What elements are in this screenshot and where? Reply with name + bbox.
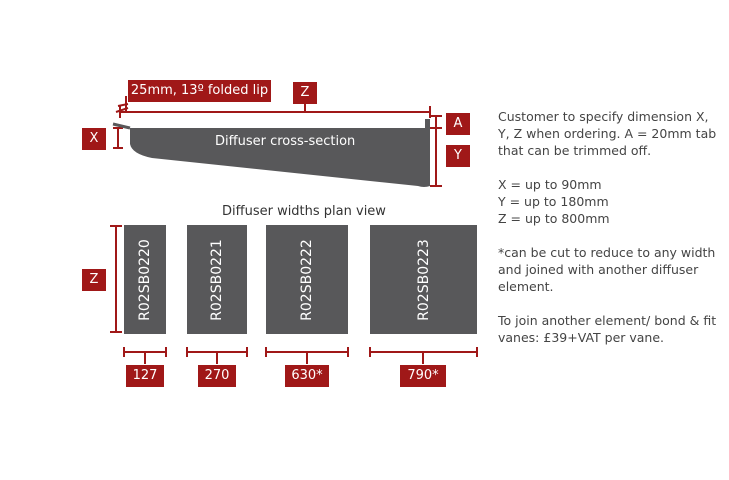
width-label-270: 270 [198, 365, 236, 387]
tab-a [425, 119, 430, 128]
cross-section-title: Diffuser cross-section [215, 134, 356, 149]
note-y: Y = up to 180mm [498, 194, 609, 209]
element-code: R02SB0221 [209, 238, 225, 321]
z-label-top: Z [293, 82, 317, 104]
note-join: To join another element/ bond & fit vane… [498, 313, 717, 345]
plan-view-title: Diffuser widths plan view [222, 204, 386, 219]
a-label: A [446, 113, 470, 135]
diffuser-element-r02sb0222: R02SB0222 [266, 225, 348, 334]
width-label-630: 630* [285, 365, 329, 387]
note-spec: Customer to specify dimension X, Y, Z wh… [498, 109, 717, 158]
lip-label: 25mm, 13º folded lip [128, 80, 271, 102]
diffuser-element-r02sb0223: R02SB0223 [370, 225, 477, 334]
note-z: Z = up to 800mm [498, 211, 610, 226]
y-label: Y [446, 145, 470, 167]
diffuser-element-r02sb0221: R02SB0221 [187, 225, 247, 334]
x-label: X [82, 128, 106, 150]
width-label-127: 127 [126, 365, 164, 387]
width-label-790: 790* [400, 365, 446, 387]
note-cut: *can be cut to reduce to any width and j… [498, 245, 716, 294]
diffuser-element-r02sb0220: R02SB0220 [124, 225, 166, 334]
element-code: R02SB0223 [415, 238, 432, 321]
folded-lip [112, 122, 131, 130]
cross-section-shape [130, 128, 430, 187]
ordering-notes: Customer to specify dimension X, Y, Z wh… [498, 108, 723, 363]
plan-z-label: Z [82, 269, 106, 291]
element-code: R02SB0220 [137, 238, 153, 321]
note-x: X = up to 90mm [498, 177, 602, 192]
element-code: R02SB0222 [299, 238, 315, 321]
